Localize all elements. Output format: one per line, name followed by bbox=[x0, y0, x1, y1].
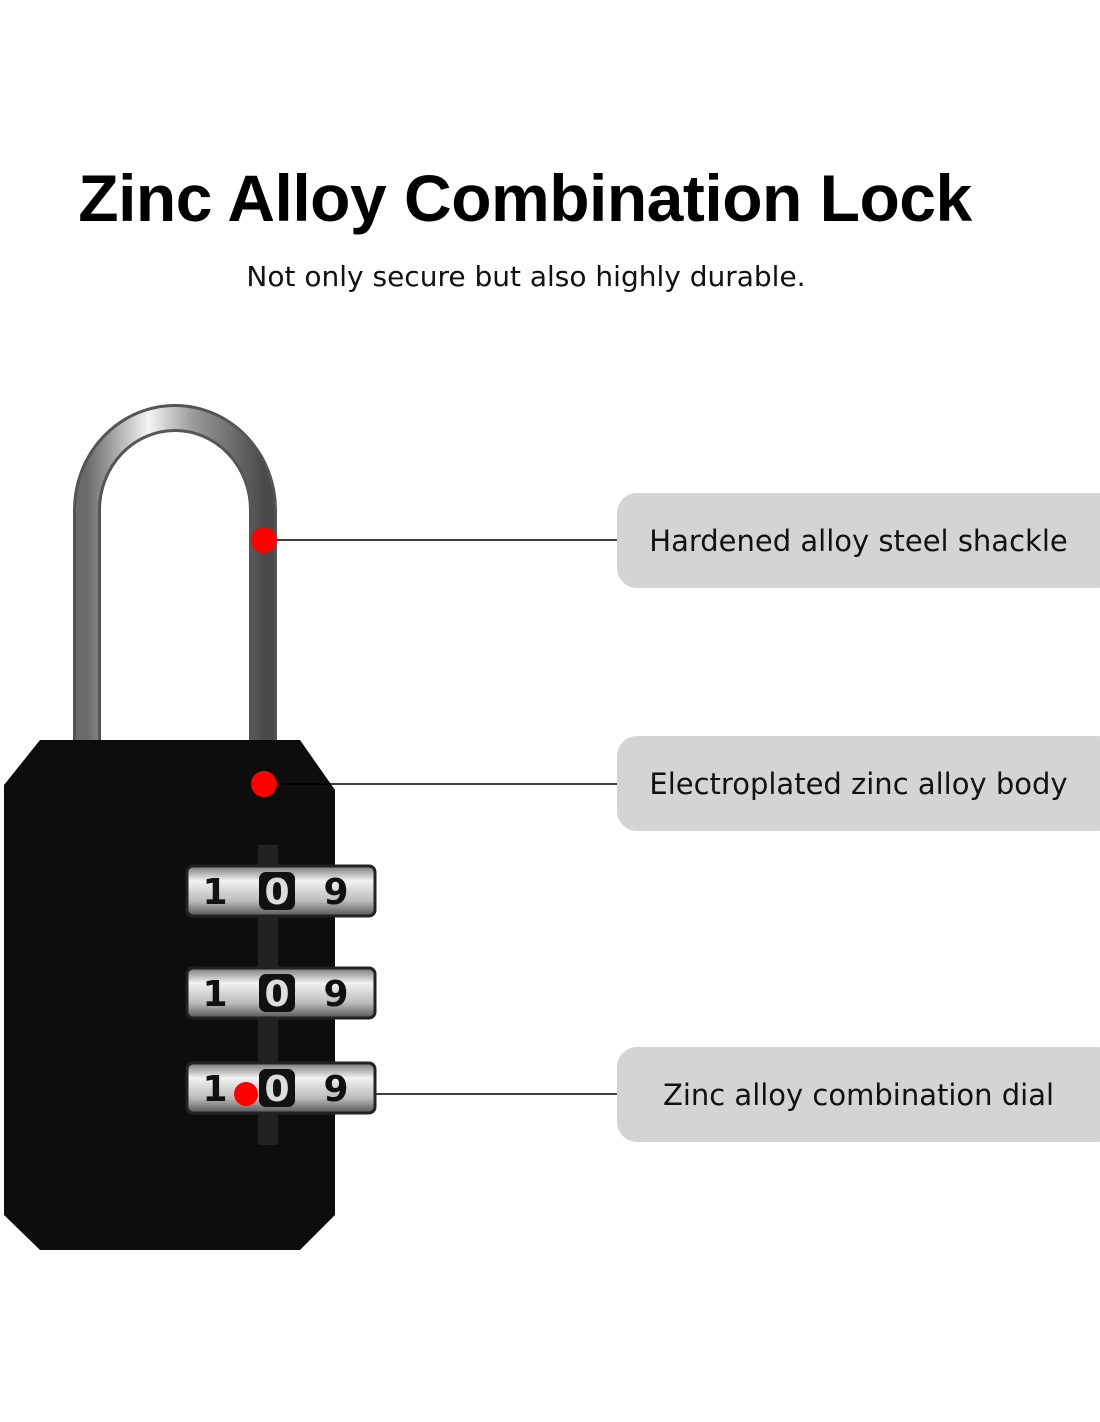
dial-digit: 0 bbox=[264, 974, 289, 1015]
dial-digit: 0 bbox=[264, 872, 289, 913]
dial-digit: 0 bbox=[264, 1069, 289, 1110]
dial-digit: 9 bbox=[323, 1069, 348, 1110]
dial-digit: 1 bbox=[202, 1069, 227, 1110]
callout-dial: Zinc alloy combination dial bbox=[617, 1047, 1100, 1142]
dial-digit: 1 bbox=[202, 974, 227, 1015]
shackle bbox=[73, 404, 277, 745]
callout-label: Electroplated zinc alloy body bbox=[649, 766, 1068, 801]
callout-body: Electroplated zinc alloy body bbox=[617, 736, 1100, 831]
marker-dot bbox=[251, 771, 277, 797]
dial-digit: 1 bbox=[202, 872, 227, 913]
callout-shackle: Hardened alloy steel shackle bbox=[617, 493, 1100, 588]
dial-digit: 9 bbox=[323, 872, 348, 913]
page-title: Zinc Alloy Combination Lock bbox=[78, 161, 972, 235]
callout-label: Zinc alloy combination dial bbox=[662, 1077, 1055, 1112]
marker-dot bbox=[234, 1082, 258, 1106]
callout-label: Hardened alloy steel shackle bbox=[649, 523, 1068, 558]
marker-dot bbox=[251, 527, 277, 553]
page-subtitle: Not only secure but also highly durable. bbox=[246, 260, 806, 293]
dial-digit: 9 bbox=[323, 974, 348, 1015]
